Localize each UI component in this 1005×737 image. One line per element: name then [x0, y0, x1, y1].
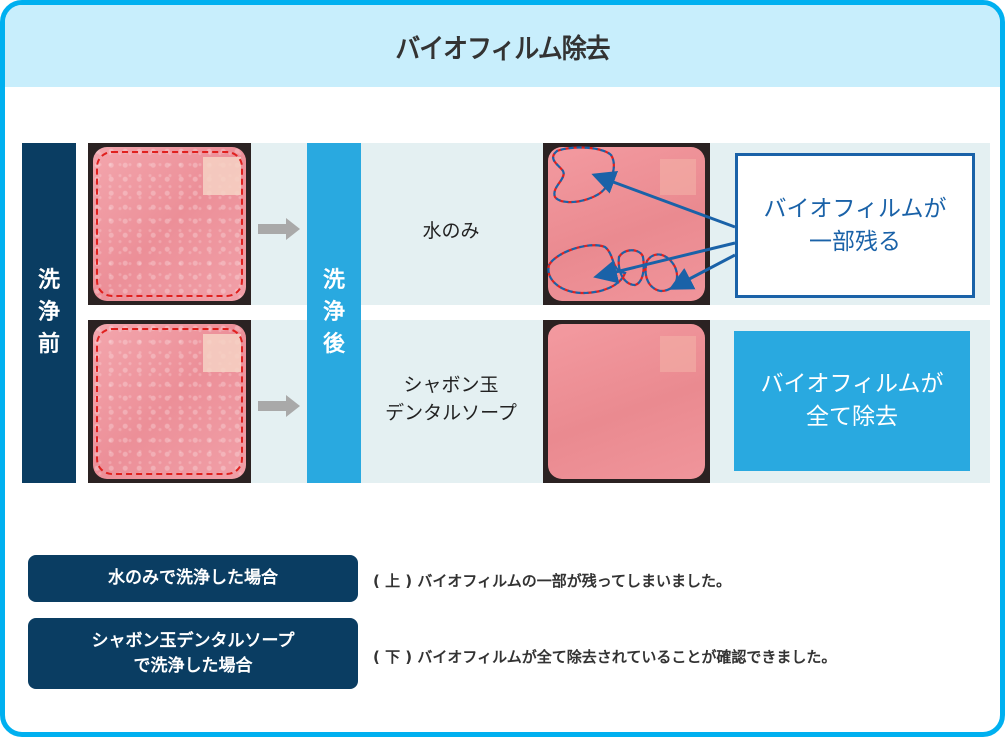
method-label-row-1: 水のみ — [361, 217, 541, 245]
page-title: バイオフィルム除去 — [395, 33, 610, 65]
stage-before-label: 洗 浄 前 — [22, 143, 76, 483]
arrow-right-icon — [258, 218, 300, 240]
method-line: デンタルソープ — [385, 402, 517, 424]
method-label-row-2: シャボン玉 デンタルソープ — [361, 371, 541, 427]
stage-after-char: 洗 — [322, 268, 345, 293]
red-dashed-outline — [96, 151, 243, 297]
before-photo-row-1 — [88, 143, 251, 305]
arrow-right-icon — [258, 395, 300, 417]
stage-after-char: 後 — [322, 332, 345, 357]
result-callout-partial: バイオフィルムが 一部残る — [735, 153, 975, 298]
stage-after-label: 洗 浄 後 — [307, 143, 361, 483]
stage-before-char: 前 — [37, 332, 60, 357]
stage-before-char: 浄 — [37, 300, 60, 325]
before-photo-row-2 — [88, 320, 251, 483]
result-callout-full: バイオフィルムが 全て除去 — [734, 331, 970, 471]
result-line: バイオフィルムが — [763, 195, 947, 222]
legend-badge-water-only: 水のみで洗浄した場合 — [28, 555, 358, 602]
method-line: シャボン玉 — [403, 374, 499, 396]
legend-badge-line: シャボン玉デンタルソープ — [91, 630, 295, 651]
after-photo-row-2 — [543, 320, 710, 483]
after-photo-row-1 — [543, 143, 710, 305]
legend-text-water-only: ( 上 ) バイオフィルムの一部が残ってしまいました。 — [373, 572, 732, 590]
result-line: 全て除去 — [806, 404, 898, 430]
result-line: バイオフィルムが — [760, 371, 944, 397]
method-line: 水のみ — [422, 220, 480, 242]
stage-after-char: 浄 — [322, 300, 345, 325]
remaining-biofilm-outlines — [547, 146, 679, 295]
red-dashed-outline — [96, 328, 243, 475]
legend-badge-line: で洗浄した場合 — [133, 655, 253, 676]
legend-text-dental-soap: ( 下 ) バイオフィルムが全て除去されていることが確認できました。 — [373, 648, 837, 666]
stage-before-char: 洗 — [37, 268, 60, 293]
legend-badge-dental-soap: シャボン玉デンタルソープ で洗浄した場合 — [28, 618, 358, 689]
callout-pointer-arrows — [591, 170, 736, 290]
legend-badge-line: 水のみで洗浄した場合 — [108, 568, 278, 588]
result-line: 一部残る — [809, 228, 901, 255]
header-band: バイオフィルム除去 — [5, 5, 1000, 87]
